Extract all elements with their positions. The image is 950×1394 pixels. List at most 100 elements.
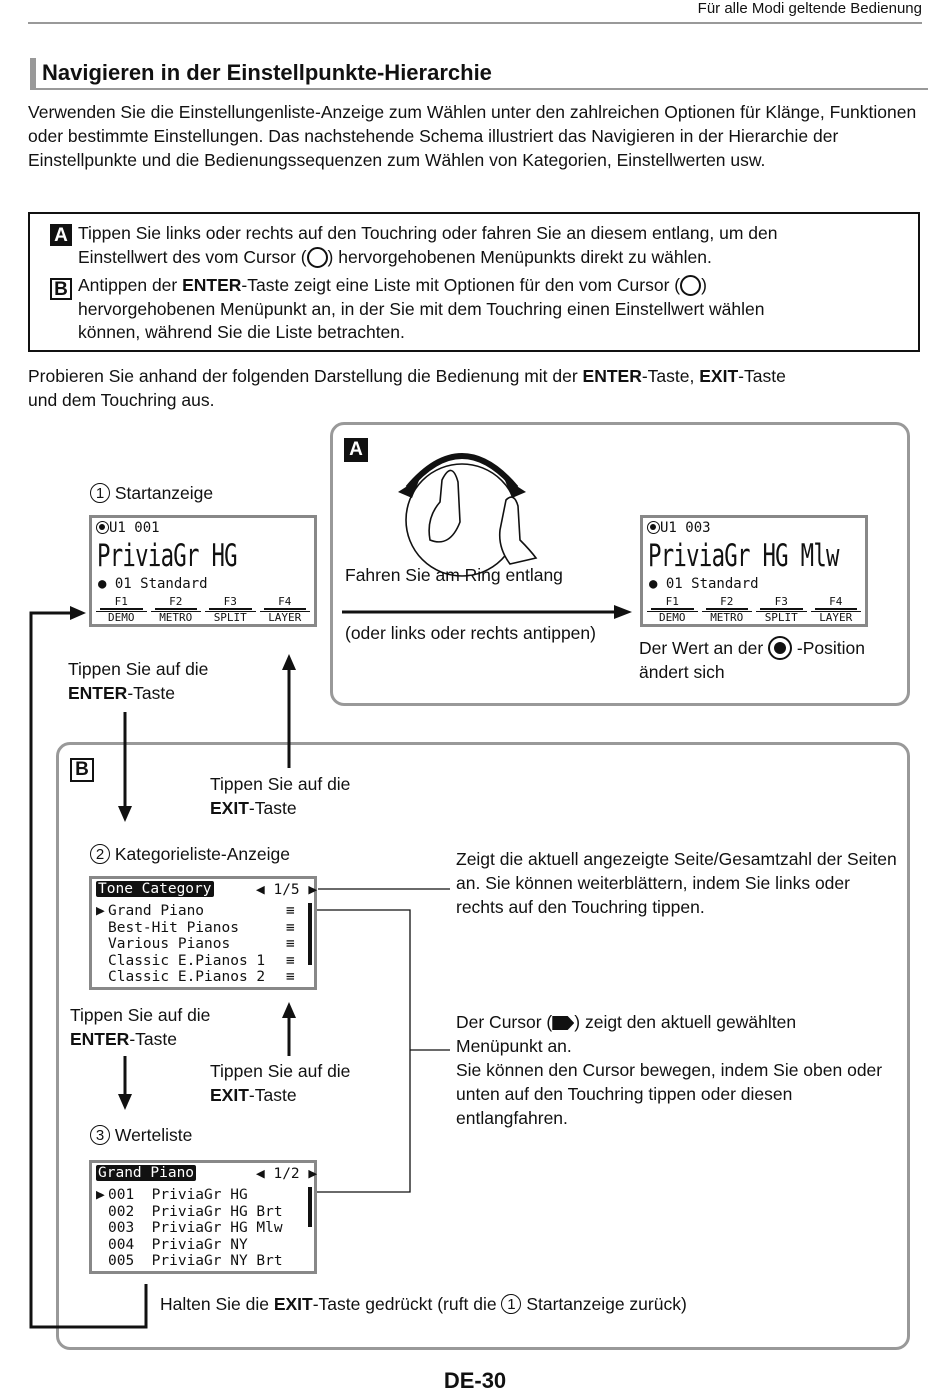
panel-b-tag: B <box>70 758 94 782</box>
val-list: ▶001 PriviaGr HG 002 PriviaGr HG Brt 003… <box>96 1187 283 1270</box>
list-item-text: Various Pianos <box>108 936 231 952</box>
tap-enter-caption-2: Tippen Sie auf die ENTER-Taste <box>70 1003 210 1051</box>
running-header: Für alle Modi geltende Bedienung <box>697 0 922 17</box>
list-item-text: Grand Piano <box>108 903 205 919</box>
tap-exit-caption-2: Tippen Sie auf die EXIT-Taste <box>210 1059 350 1107</box>
intro-paragraph: Verwenden Sie die Einstellungenliste-Anz… <box>28 102 917 170</box>
submenu-icon: ≡ <box>286 903 295 919</box>
fkey-label: F1 <box>651 596 694 610</box>
tap-exit-caption-1: Tippen Sie auf die EXIT-Taste <box>210 772 350 820</box>
lcd2-sub: ● 01 Standard <box>649 576 759 592</box>
hold-exit-caption: Halten Sie die EXIT-Taste gedrückt (ruft… <box>160 1292 687 1316</box>
step1-number: 1 <box>501 1294 522 1314</box>
value-list-lcd: Grand Piano ◀ 1/2 ▶ ▶001 PriviaGr HG 002… <box>89 1160 317 1274</box>
value-change-a: Der Wert an der <box>639 638 764 658</box>
cursor-arrow-icon <box>552 1016 575 1030</box>
val-title: Grand Piano <box>96 1165 197 1182</box>
touch-ring-icon <box>398 453 538 577</box>
submenu-icon: ≡ <box>286 969 295 985</box>
enter-key-label: ENTER <box>182 275 242 295</box>
try-enter: ENTER <box>582 366 642 386</box>
ring-tap-caption: (oder links oder rechts antippen) <box>345 623 596 643</box>
explanation-b-1d: ) <box>701 275 707 295</box>
cursor-note-d: Sie können den Cursor bewegen, indem Sie… <box>456 1060 883 1128</box>
explanation-b: Antippen der ENTER-Taste zeigt eine List… <box>78 274 913 345</box>
hold-exit-a: Halten Sie die <box>160 1294 274 1314</box>
explanation-a: Tippen Sie links oder rechts auf den Tou… <box>78 222 913 269</box>
lcd1-select-icon <box>96 521 109 534</box>
try-e: -Taste <box>738 366 786 386</box>
fkey-label: F3 <box>760 596 803 610</box>
exit-key-label: EXIT <box>210 798 249 818</box>
cursor-circle-icon <box>680 275 702 296</box>
list-item: Various Pianos <box>96 936 265 953</box>
cat-page: ◀ 1/5 ▶ <box>256 882 318 898</box>
tap-exit-1-text: Tippen Sie auf die <box>210 774 351 794</box>
panel-b <box>56 742 910 1350</box>
exit-key-label: EXIT <box>273 1294 313 1314</box>
explanation-b-1c: -Taste zeigt eine Liste mit Optionen für… <box>241 275 681 295</box>
lcd2-select-icon <box>647 521 660 534</box>
step1-text: Startanzeige <box>114 483 214 503</box>
panel-a <box>330 422 910 706</box>
tap-exit-2-suffix: -Taste <box>248 1085 297 1105</box>
value-change-c: ändert sich <box>639 662 725 682</box>
explanation-a-line2b: ) hervorgehobenen Menüpunkts direkt zu w… <box>327 246 712 267</box>
list-item-text: Classic E.Pianos 1 <box>108 952 266 969</box>
tap-enter-2-text: Tippen Sie auf die <box>70 1005 211 1025</box>
value-change-caption: Der Wert an der -Position ändert sich <box>639 636 904 684</box>
list-item: Classic E.Pianos 2 <box>96 969 265 986</box>
list-item-text: Classic E.Pianos 2 <box>108 969 266 985</box>
tap-enter-1-suffix: -Taste <box>127 683 175 703</box>
lcd1-tone-name: PriviaGr HG <box>97 538 238 574</box>
exit-key-label: EXIT <box>210 1085 249 1105</box>
cursor-arrow-icon: ▶ <box>96 903 105 919</box>
list-item: 002 PriviaGr HG Brt <box>96 1204 283 1221</box>
lcd2-tone-name: PriviaGr HG Mlw <box>648 538 839 574</box>
explanation-b-line3: können, während Sie die Liste betrachten… <box>78 322 405 342</box>
cat-scrollbar <box>308 903 312 965</box>
hold-exit-b: -Taste gedrückt (ruft die <box>312 1294 497 1314</box>
list-item: 003 PriviaGr HG Mlw <box>96 1220 283 1237</box>
list-item-text: 002 PriviaGr HG Brt <box>108 1203 283 1220</box>
tap-exit-1-suffix: -Taste <box>248 798 297 818</box>
val-scrollbar <box>308 1187 312 1227</box>
step2-number: 2 <box>90 844 110 864</box>
cursor-note-a: Der Cursor ( <box>456 1012 553 1032</box>
list-item: 005 PriviaGr NY Brt <box>96 1253 283 1270</box>
fkey-function: METRO <box>150 611 201 624</box>
step2-label: 2 Kategorieliste-Anzeige <box>90 842 290 866</box>
try-a: Probieren Sie anhand der folgenden Darst… <box>28 366 583 386</box>
section-title-bar: Navigieren in der Einstellpunkte-Hierarc… <box>30 58 928 90</box>
fkey-label: F4 <box>263 596 306 610</box>
lcd1-sub: ● 01 Standard <box>98 576 208 592</box>
list-item-text: Best-Hit Pianos <box>108 919 239 936</box>
step2-text: Kategorieliste-Anzeige <box>114 844 290 864</box>
page-number: DE-30 <box>443 1368 507 1393</box>
header-rule <box>28 22 922 24</box>
explanation-b-line1: Antippen der ENTER-Taste zeigt eine List… <box>78 274 913 298</box>
submenu-icon: ≡ <box>286 952 295 969</box>
fkey-function: SPLIT <box>205 611 256 624</box>
enter-key-label: ENTER <box>68 683 128 703</box>
list-item-text: 004 PriviaGr NY <box>108 1236 248 1253</box>
section-title: Navigieren in der Einstellpunkte-Hierarc… <box>42 60 492 85</box>
cursor-note-b: ) zeigt den aktuell gewählten <box>574 1012 797 1032</box>
try-exit: EXIT <box>699 366 739 386</box>
cursor-note-c: Menüpunkt an. <box>456 1036 572 1056</box>
enter-key-label: ENTER <box>70 1029 130 1049</box>
explanation-a-line1: Tippen Sie links oder rechts auf den Tou… <box>78 223 778 243</box>
value-change-b: -Position <box>796 638 866 658</box>
tag-b: B <box>50 278 72 300</box>
try-paragraph: Probieren Sie anhand der folgenden Darst… <box>28 364 928 412</box>
list-item-text: 005 PriviaGr NY Brt <box>108 1253 283 1269</box>
step1-number: 1 <box>90 483 110 503</box>
